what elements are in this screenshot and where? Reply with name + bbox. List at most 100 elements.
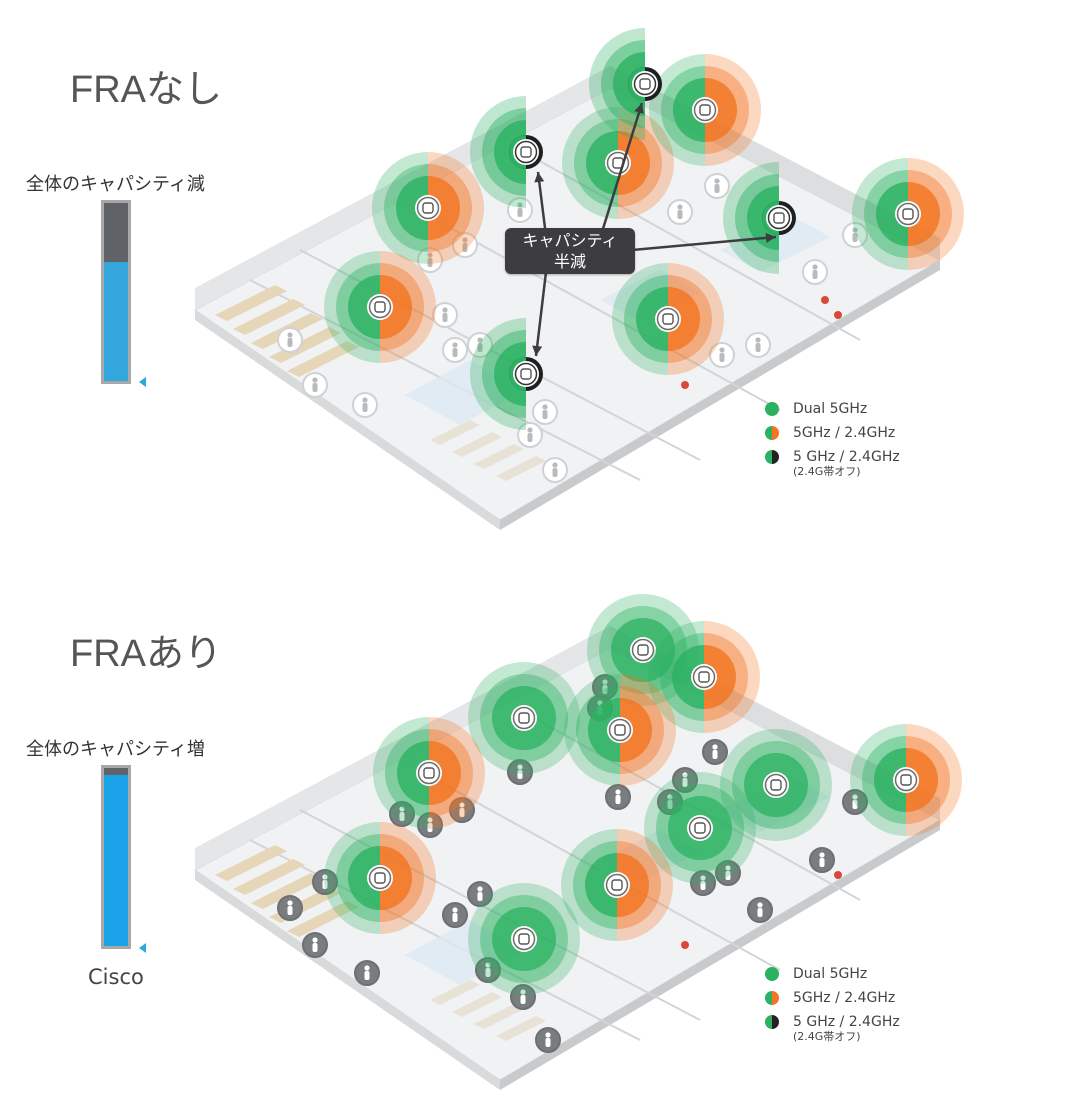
legend-note: (2.4G帯オフ): [793, 465, 861, 478]
brand-label: Cisco: [88, 965, 144, 989]
arrow-icon: [534, 171, 547, 229]
access-point-icon: [373, 717, 485, 829]
access-point-icon: [324, 822, 436, 934]
legend-dot-icon: [765, 991, 779, 1005]
panel-without-fra: FRAなし 全体のキャパシティ減 キャパシティ 半減 Dual 5GHz 5GH…: [0, 0, 1090, 552]
legend-item-band-off: 5 GHz / 2.4GHz: [765, 445, 900, 469]
legend: Dual 5GHz 5GHz / 2.4GHz 5 GHz / 2.4GHz (…: [765, 397, 900, 479]
user-icon: [802, 259, 828, 285]
user-icon: [475, 957, 501, 983]
arrow-icon: [532, 271, 548, 357]
panel-title: FRAあり: [70, 633, 223, 675]
legend-dot-icon: [765, 426, 779, 440]
access-point-icon: [564, 674, 676, 786]
legend-dot-icon: [765, 1015, 779, 1029]
user-icon: [432, 302, 458, 328]
user-icon: [704, 173, 730, 199]
access-point-icon: [468, 883, 580, 995]
user-icon: [535, 1027, 561, 1053]
access-point-icon: [723, 162, 796, 274]
user-icon: [389, 801, 415, 827]
user-icon: [417, 812, 443, 838]
user-icon: [809, 847, 835, 873]
arrow-icon: [631, 232, 777, 252]
legend-item-dual5: Dual 5GHz: [765, 962, 900, 986]
arrow-icon: [600, 102, 644, 233]
user-icon: [417, 247, 443, 273]
user-icon: [532, 399, 558, 425]
user-icon: [517, 422, 543, 448]
office-floor-plan: [194, 626, 942, 1090]
user-icon: [302, 932, 328, 958]
user-icon: [672, 767, 698, 793]
legend-dot-icon: [765, 402, 779, 416]
access-point-icon: [470, 96, 543, 208]
user-icon: [452, 232, 478, 258]
user-icon: [745, 332, 771, 358]
user-icon: [354, 960, 380, 986]
legend-label: Dual 5GHz: [793, 966, 868, 982]
legend-label: 5 GHz / 2.4GHz: [793, 449, 900, 465]
user-icon: [690, 870, 716, 896]
legend-item-dual5: Dual 5GHz: [765, 397, 900, 421]
gauge-marker-icon: [139, 943, 146, 953]
capacity-gauge: [101, 765, 131, 949]
legend: Dual 5GHz 5GHz / 2.4GHz 5 GHz / 2.4GHz (…: [765, 962, 900, 1044]
access-point-icon: [561, 829, 673, 941]
user-icon: [842, 789, 868, 815]
user-icon: [715, 860, 741, 886]
user-icon: [277, 327, 303, 353]
callout-line-1: キャパシティ: [522, 231, 618, 250]
user-icon: [667, 199, 693, 225]
capacity-gauge-fill: [104, 775, 128, 946]
user-icon: [842, 222, 868, 248]
legend-dot-icon: [765, 967, 779, 981]
legend-item-dual-band: 5GHz / 2.4GHz: [765, 986, 900, 1010]
user-icon: [277, 895, 303, 921]
legend-label: 5GHz / 2.4GHz: [793, 990, 896, 1006]
access-point-icon: [852, 158, 964, 270]
access-point-icon: [470, 318, 543, 430]
access-point-icon: [589, 28, 662, 140]
access-point-icon: [468, 662, 580, 774]
legend-label: 5GHz / 2.4GHz: [793, 425, 896, 441]
gauge-marker-icon: [139, 377, 146, 387]
access-point-icon: [562, 107, 674, 219]
user-icon: [442, 902, 468, 928]
panel-title: FRAなし: [70, 69, 223, 111]
panel-with-fra: FRAあり 全体のキャパシティ増 Cisco Dual 5GHz 5GHz / …: [0, 560, 1090, 1112]
user-icon: [510, 984, 536, 1010]
office-floor-scene-top: [194, 28, 964, 530]
legend-item-band-off: 5 GHz / 2.4GHz: [765, 1010, 900, 1034]
access-point-icon: [850, 724, 962, 836]
legend-item-dual-band: 5GHz / 2.4GHz: [765, 421, 900, 445]
capacity-gauge: [101, 200, 131, 384]
legend-label: Dual 5GHz: [793, 401, 868, 417]
user-icon: [352, 392, 378, 418]
legend-label: 5 GHz / 2.4GHz: [793, 1014, 900, 1030]
user-icon: [605, 784, 631, 810]
access-point-icon: [372, 152, 484, 264]
user-icon: [467, 332, 493, 358]
access-point-icon: [587, 594, 699, 706]
user-icon: [709, 342, 735, 368]
callout-line-2: 半減: [553, 252, 586, 271]
office-floor-scene-bottom: [194, 594, 962, 1090]
user-icon: [449, 797, 475, 823]
access-point-icon: [324, 251, 436, 363]
user-icon: [507, 197, 533, 223]
capacity-label: 全体のキャパシティ減: [26, 174, 205, 195]
user-icon: [507, 759, 533, 785]
access-point-icon: [644, 772, 756, 884]
capacity-halved-callout: キャパシティ 半減: [505, 228, 635, 274]
user-icon: [542, 457, 568, 483]
access-point-icon: [648, 621, 760, 733]
access-point-icon: [649, 54, 761, 166]
user-icon: [467, 881, 493, 907]
user-icon: [702, 739, 728, 765]
legend-note: (2.4G帯オフ): [793, 1030, 861, 1043]
user-icon: [302, 372, 328, 398]
legend-dot-icon: [765, 450, 779, 464]
capacity-label: 全体のキャパシティ増: [26, 739, 205, 760]
access-point-icon: [612, 263, 724, 375]
